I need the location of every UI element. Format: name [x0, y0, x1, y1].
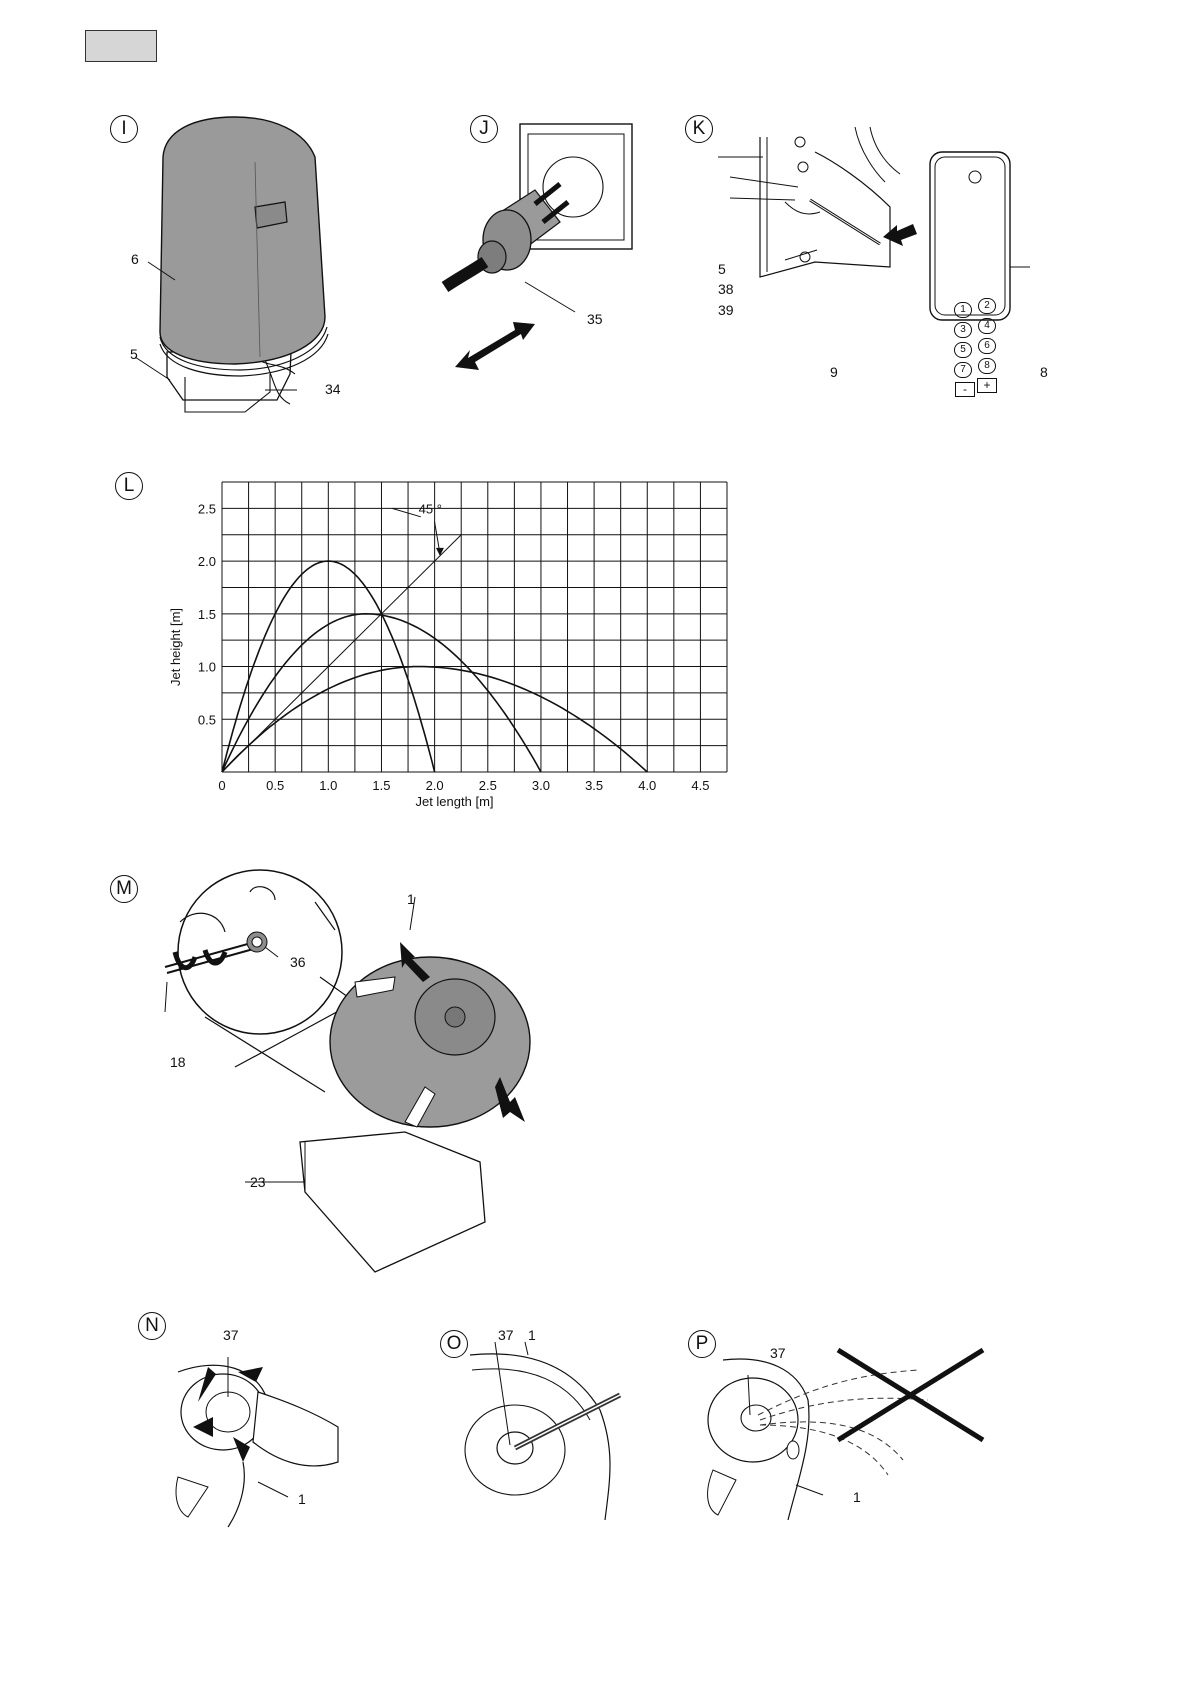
- remote-key-5: 5: [954, 342, 972, 358]
- callout-8: 8: [1040, 365, 1048, 379]
- figure-o-badge: O: [440, 1330, 468, 1358]
- callout-36: 36: [290, 955, 306, 969]
- callout-37: 37: [770, 1346, 786, 1360]
- callout-38: 38: [718, 282, 734, 296]
- figure-i: I 6 5 34: [105, 112, 365, 422]
- x-tick-label: 1.0: [319, 778, 337, 793]
- callout-5: 5: [130, 347, 138, 361]
- callout-23: 23: [250, 1175, 266, 1189]
- figure-n: N 37 1: [138, 1312, 358, 1527]
- remote-key-1: 1: [954, 302, 972, 318]
- remote-key-7: 7: [954, 362, 972, 378]
- x-tick-label: 3.0: [532, 778, 550, 793]
- nozzle-pin-illustration: [440, 1330, 640, 1520]
- incorrect-spray-illustration: [688, 1330, 1008, 1530]
- y-tick-label: 2.0: [198, 554, 216, 569]
- callout-1: 1: [407, 892, 415, 906]
- annotation-leader-1: [392, 508, 421, 516]
- x-tick-label: 2.0: [426, 778, 444, 793]
- remote-key-2: 2: [978, 298, 996, 314]
- remote-key-plus: +: [977, 378, 997, 393]
- figure-m: M 1 36 18 23: [105, 872, 565, 1282]
- callout-1: 1: [528, 1328, 536, 1342]
- plug-illustration: [465, 112, 665, 382]
- callout-1: 1: [853, 1490, 861, 1504]
- nozzle-assembly-illustration: [105, 872, 565, 1282]
- callout-35: 35: [587, 312, 603, 326]
- x-tick-label: 2.5: [479, 778, 497, 793]
- figure-p-badge: P: [688, 1330, 716, 1358]
- figure-j-badge: J: [470, 115, 498, 143]
- x-axis-label: Jet length [m]: [415, 794, 493, 809]
- figure-j: J 35: [465, 112, 665, 382]
- cover-illustration: [105, 112, 365, 422]
- callout-18: 18: [170, 1055, 186, 1069]
- angle-annotation: 45 °: [419, 502, 442, 517]
- x-tick-label: 0.5: [266, 778, 284, 793]
- y-tick-label: 0.5: [198, 712, 216, 727]
- callout-6: 6: [131, 252, 139, 266]
- annotation-arrowhead: [436, 548, 444, 556]
- chart-grid: [222, 482, 727, 772]
- x-tick-label: 3.5: [585, 778, 603, 793]
- callout-9: 9: [830, 365, 838, 379]
- y-tick-label: 2.5: [198, 501, 216, 516]
- remote-key-minus: -: [955, 382, 975, 397]
- remote-key-4: 4: [978, 318, 996, 334]
- callout-37: 37: [498, 1328, 514, 1342]
- callout-37: 37: [223, 1328, 239, 1342]
- figure-k: K 1 2 3 4 5 6 7 8 - + 5: [685, 112, 1065, 327]
- remote-key-6: 6: [978, 338, 996, 354]
- x-tick-label: 1.5: [372, 778, 390, 793]
- y-axis-label: Jet height [m]: [168, 608, 183, 686]
- callout-1: 1: [298, 1492, 306, 1506]
- x-tick-label: 4.0: [638, 778, 656, 793]
- callout-39: 39: [718, 303, 734, 317]
- figure-p: P 37 1: [688, 1330, 1008, 1530]
- remote-key-8: 8: [978, 358, 996, 374]
- figure-o: O 37 1: [440, 1330, 640, 1520]
- y-tick-label: 1.0: [198, 660, 216, 675]
- callout-34: 34: [325, 382, 341, 396]
- figure-i-badge: I: [110, 115, 138, 143]
- jet-chart-svg: 0 0.5 1.0 1.5 2.0 2.5 3.0 3.5 4.0 4.5 0.5 1.0 1.5 2.0…: [160, 480, 720, 820]
- chart-ticks: 0 0.5 1.0 1.5 2.0 2.5 3.0 3.5 4.0 4.5 0.5 1.0 1.5 2.0…: [198, 501, 710, 793]
- x-tick-label: 0: [218, 778, 225, 793]
- remote-key-3: 3: [954, 322, 972, 338]
- x-tick-label: 4.5: [691, 778, 709, 793]
- figure-l-badge: L: [115, 472, 143, 500]
- control-unit-illustration: [685, 112, 1065, 327]
- y-tick-label: 1.5: [198, 607, 216, 622]
- figure-n-badge: N: [138, 1312, 166, 1340]
- callout-5: 5: [718, 262, 726, 276]
- figure-m-badge: M: [110, 875, 138, 903]
- nozzle-cleaning-illustration: [138, 1312, 358, 1527]
- figure-l-chart: 0 0.5 1.0 1.5 2.0 2.5 3.0 3.5 4.0 4.5 0.5 1.0 1.5 2.0…: [160, 480, 720, 820]
- page-tab-marker: [85, 30, 157, 62]
- figure-k-badge: K: [685, 115, 713, 143]
